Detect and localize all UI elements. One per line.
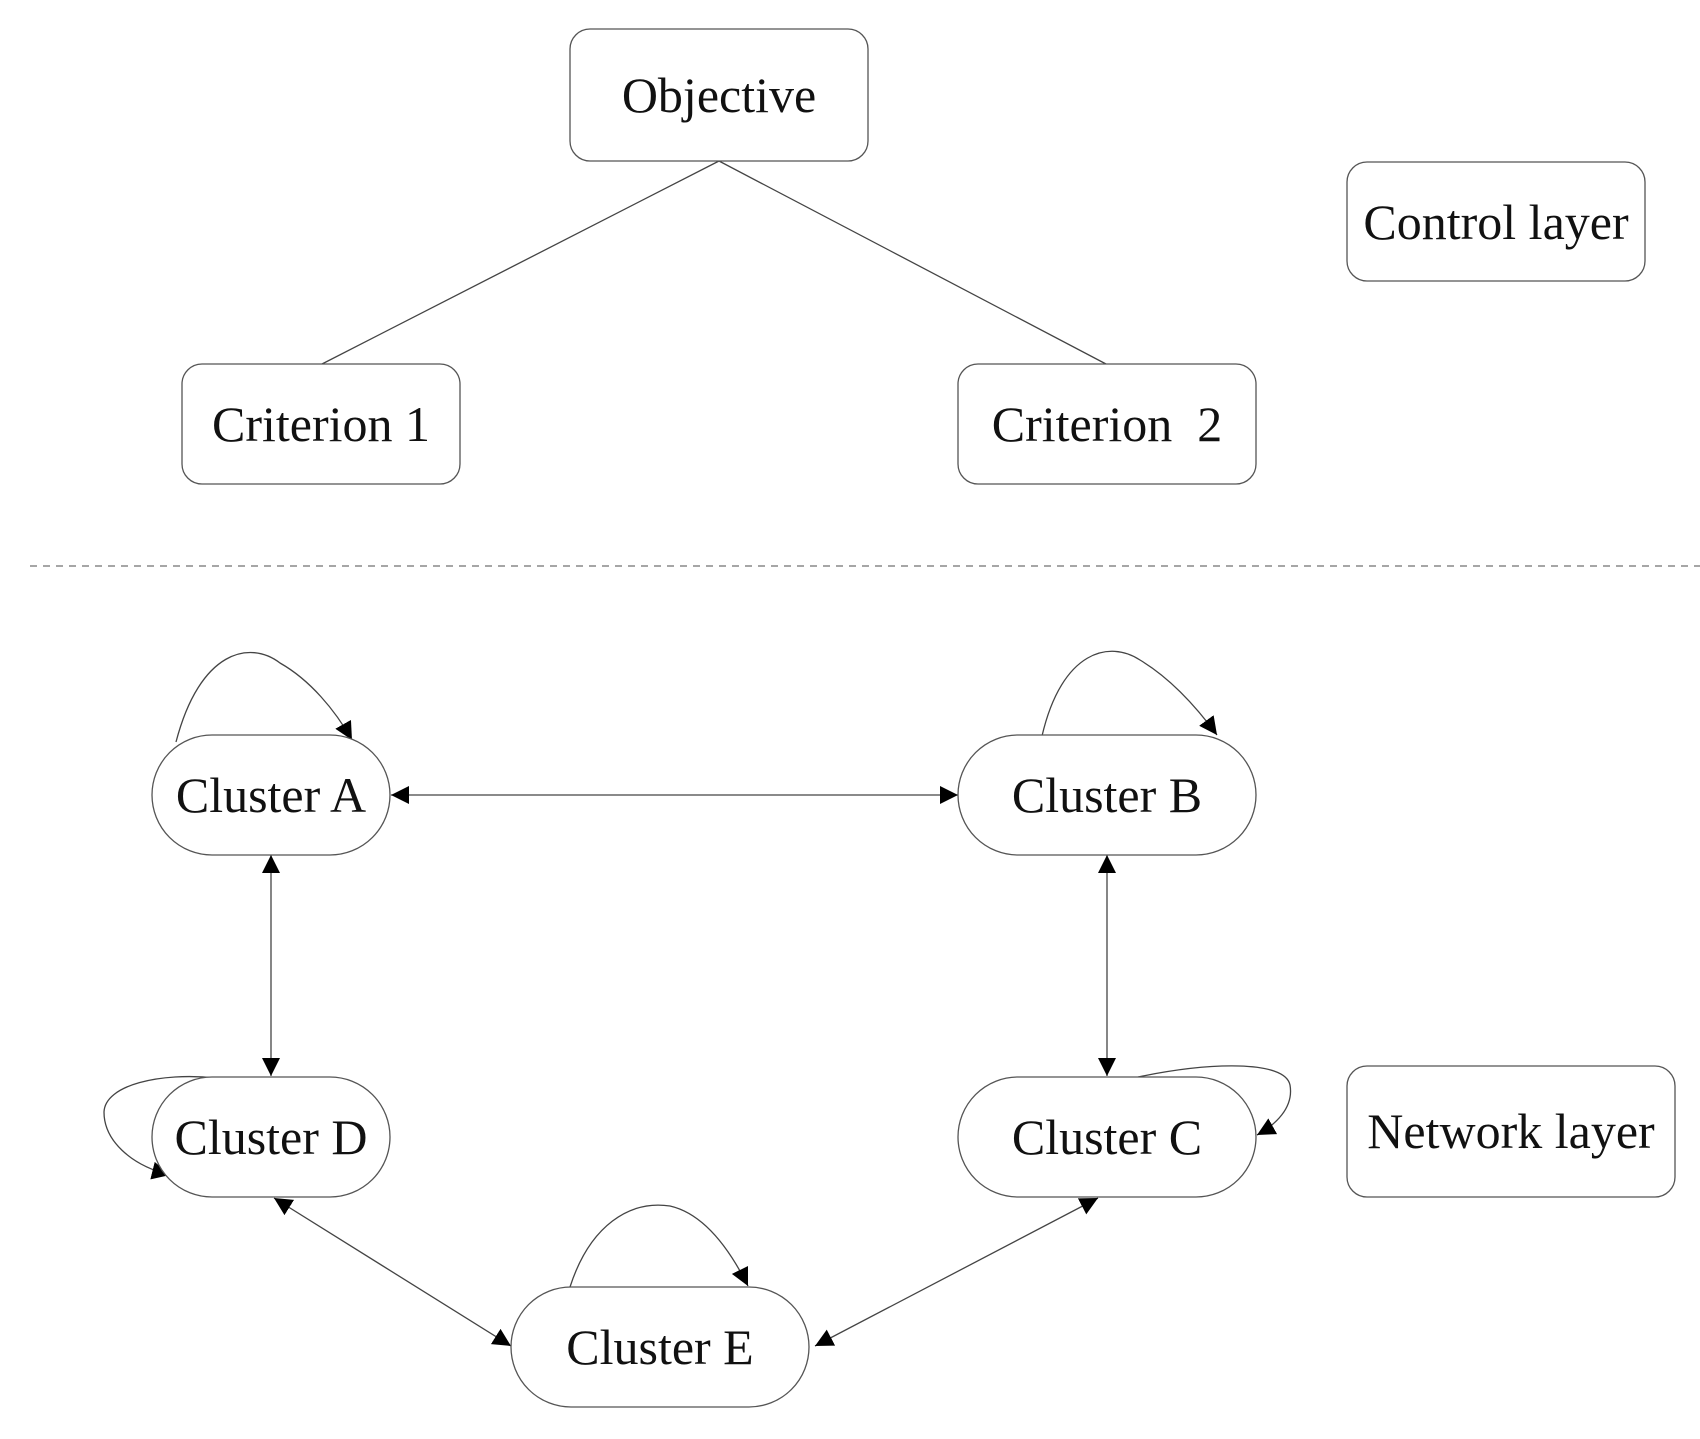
criterion-1-label: Criterion 1	[212, 396, 430, 452]
criterion-1-node: Criterion 1	[181, 363, 461, 485]
self-loop-cluster-e	[569, 1204, 749, 1288]
network-layer-section: Cluster A Cluster B Cluster D Cluster C …	[103, 650, 1676, 1408]
control-layer-label: Control layer	[1363, 194, 1629, 250]
cluster-c-node: Cluster C	[957, 1076, 1257, 1198]
edge-cluster-c-cluster-e	[814, 1197, 1099, 1347]
edge-objective-criterion-1	[321, 160, 720, 365]
objective-node: Objective	[569, 28, 869, 162]
cluster-d-node: Cluster D	[151, 1076, 391, 1198]
cluster-e-node: Cluster E	[510, 1286, 810, 1408]
cluster-b-node: Cluster B	[957, 734, 1257, 856]
objective-label: Objective	[622, 67, 816, 123]
self-loop-cluster-a	[175, 651, 353, 743]
criterion-2-node: Criterion 2	[957, 363, 1257, 485]
cluster-d-label: Cluster D	[174, 1109, 367, 1165]
edge-cluster-d-cluster-e	[273, 1197, 512, 1347]
cluster-c-label: Cluster C	[1012, 1109, 1202, 1165]
self-loop-cluster-d	[103, 1075, 217, 1180]
cluster-a-label: Cluster A	[176, 767, 366, 823]
cluster-a-node: Cluster A	[151, 734, 391, 856]
network-layer-label: Network layer	[1367, 1103, 1655, 1159]
edge-objective-criterion-2	[718, 160, 1107, 365]
cluster-b-label: Cluster B	[1012, 767, 1202, 823]
control-layer-label-box: Control layer	[1346, 161, 1646, 282]
network-layer-label-box: Network layer	[1346, 1065, 1676, 1198]
self-loop-cluster-c	[1137, 1065, 1292, 1136]
control-layer-section: Objective Criterion 1 Criterion 2 Contro…	[181, 28, 1646, 485]
self-loop-cluster-b	[1041, 650, 1218, 737]
cluster-e-label: Cluster E	[566, 1319, 753, 1375]
criterion-2-label: Criterion 2	[992, 396, 1223, 452]
